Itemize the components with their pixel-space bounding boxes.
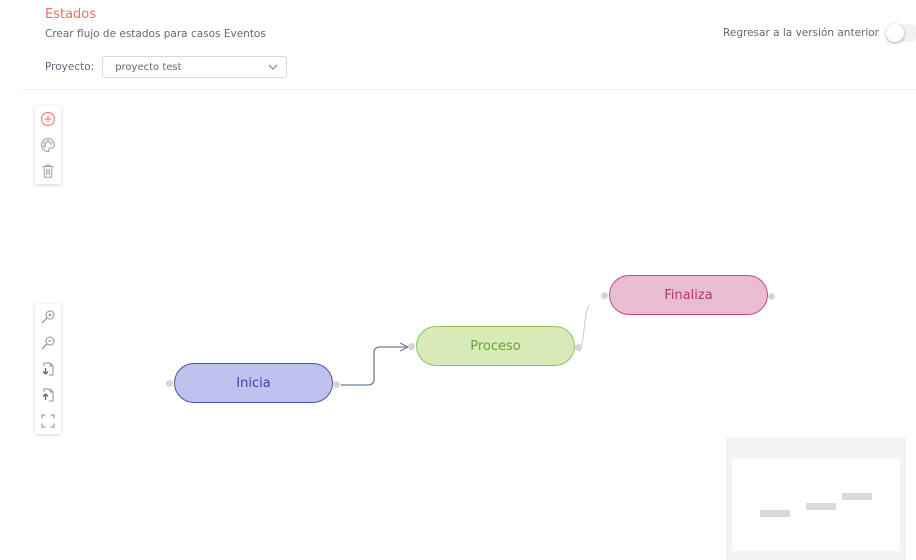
add-node-button[interactable]: [35, 106, 61, 132]
import-button[interactable]: [35, 356, 61, 382]
flow-node-label: Proceso: [470, 338, 521, 354]
minimap-node: [760, 510, 790, 517]
chevron-down-icon: [268, 64, 278, 70]
zoom-out-icon: [41, 336, 55, 350]
edge-inicia-proceso[interactable]: [341, 347, 408, 386]
zoom-toolbar: [35, 304, 61, 434]
flow-node-inicia[interactable]: Inicia: [174, 363, 333, 403]
flow-node-proceso[interactable]: Proceso: [416, 326, 575, 366]
flow-node-label: Inicia: [236, 375, 271, 391]
zoom-out-button[interactable]: [35, 330, 61, 356]
minimap[interactable]: [726, 438, 906, 560]
page-title: Estados: [45, 7, 97, 22]
node-port-out[interactable]: [333, 381, 340, 388]
trash-icon: [42, 164, 54, 178]
toggle-knob: [886, 24, 904, 42]
fit-screen-button[interactable]: [35, 408, 61, 434]
palette-icon: [41, 137, 56, 153]
node-port-in[interactable]: [166, 380, 173, 387]
add-node-icon: [41, 112, 55, 126]
legacy-version-toggle-group: Regresar a la versión anterior: [723, 23, 916, 43]
legacy-version-label: Regresar a la versión anterior: [723, 27, 879, 39]
page-subtitle: Crear flujo de estados para casos Evento…: [45, 28, 266, 40]
palette-button[interactable]: [35, 132, 61, 158]
export-button[interactable]: [35, 382, 61, 408]
import-icon: [42, 362, 54, 376]
zoom-in-icon: [41, 310, 55, 324]
zoom-in-button[interactable]: [35, 304, 61, 330]
flow-node-finaliza[interactable]: Finaliza: [609, 275, 768, 315]
fit-screen-icon: [41, 414, 55, 428]
legacy-version-toggle[interactable]: [886, 24, 916, 42]
project-select[interactable]: proyecto test: [102, 56, 288, 78]
minimap-node: [806, 503, 836, 510]
minimap-node: [842, 493, 872, 500]
node-port-out[interactable]: [768, 293, 775, 300]
flow-canvas[interactable]: Inicia Proceso Finaliza: [0, 90, 916, 560]
project-select-value: proyecto test: [115, 61, 182, 73]
header-divider: [20, 89, 916, 90]
node-port-out[interactable]: [575, 344, 582, 351]
node-port-in[interactable]: [601, 292, 608, 299]
node-toolbar: [35, 106, 61, 184]
minimap-viewport[interactable]: [732, 459, 900, 551]
node-port-in[interactable]: [408, 343, 415, 350]
delete-button[interactable]: [35, 158, 61, 184]
project-label: Proyecto:: [45, 61, 95, 73]
project-selector-row: Proyecto: proyecto test: [45, 56, 288, 78]
flow-node-label: Finaliza: [664, 287, 713, 303]
export-icon: [42, 388, 54, 402]
